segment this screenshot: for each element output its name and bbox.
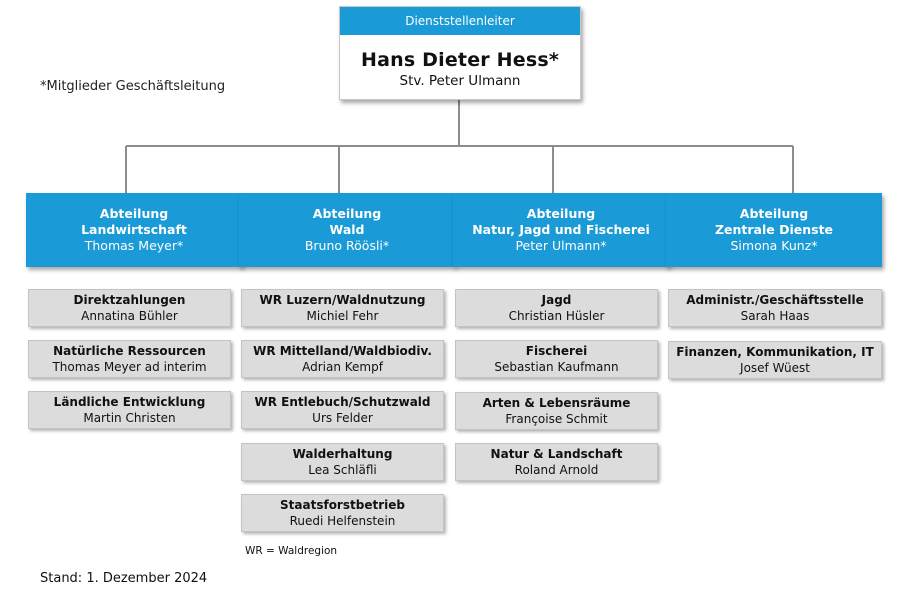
unit-title: WR Mittelland/Waldbiodiv. [253, 344, 432, 358]
dept-person: Bruno Röösli* [304, 238, 390, 253]
unit-box: WR Mittelland/Waldbiodiv. Adrian Kempf [241, 340, 444, 378]
dept-natur-jagd-fischerei: Abteilung Natur, Jagd und Fischerei Pete… [453, 193, 669, 267]
unit-person: Sebastian Kaufmann [494, 360, 619, 374]
unit-person: Ruedi Helfenstein [289, 514, 396, 528]
unit-box: Arten & Lebensräume Françoise Schmit [455, 392, 658, 430]
unit-box: Staatsforstbetrieb Ruedi Helfenstein [241, 494, 444, 532]
unit-title: Administr./Geschäftsstelle [686, 293, 864, 307]
head-name: Hans Dieter Hess* [360, 49, 560, 71]
unit-person: Roland Arnold [514, 463, 599, 477]
unit-title: Fischerei [525, 344, 588, 358]
unit-title: Arten & Lebensräume [482, 396, 631, 410]
unit-person: Josef Wüest [740, 361, 810, 375]
unit-title: WR Luzern/Waldnutzung [259, 293, 426, 307]
unit-person: Urs Felder [312, 411, 373, 425]
dept-landwirtschaft: Abteilung Landwirtschaft Thomas Meyer* [26, 193, 242, 267]
unit-person: Annatina Bühler [81, 309, 178, 323]
dept-person: Peter Ulmann* [515, 238, 607, 253]
unit-person: Françoise Schmit [505, 412, 608, 426]
unit-box: Jagd Christian Hüsler [455, 289, 658, 327]
footer-date: Stand: 1. Dezember 2024 [40, 571, 208, 586]
unit-box: Direktzahlungen Annatina Bühler [28, 289, 231, 327]
unit-title: WR Entlebuch/Schutzwald [254, 395, 431, 409]
unit-person: Thomas Meyer ad interim [52, 360, 207, 374]
unit-person: Lea Schläfli [308, 463, 377, 477]
dept-zentrale-dienste: Abteilung Zentrale Dienste Simona Kunz* [666, 193, 882, 267]
dept-line1: Abteilung [312, 206, 382, 221]
dept-person: Simona Kunz* [730, 238, 818, 253]
unit-person: Christian Hüsler [508, 309, 605, 323]
head-box: Dienststellenleiter Hans Dieter Hess* St… [339, 6, 581, 100]
dept-line1: Abteilung [526, 206, 596, 221]
unit-title: Walderhaltung [292, 447, 393, 461]
dept-line2: Zentrale Dienste [714, 222, 834, 237]
note-members: *Mitglieder Geschäftsleitung [40, 79, 226, 94]
unit-title: Staatsforstbetrieb [280, 498, 405, 512]
unit-box: Fischerei Sebastian Kaufmann [455, 340, 658, 378]
legend-wr: WR = Waldregion [245, 545, 338, 557]
head-role: Dienststellenleiter [340, 7, 580, 35]
unit-box: Natur & Landschaft Roland Arnold [455, 443, 658, 481]
unit-box: Administr./Geschäftsstelle Sarah Haas [668, 289, 882, 327]
unit-title: Finanzen, Kommunikation, IT [676, 345, 874, 359]
unit-person: Martin Christen [83, 411, 176, 425]
dept-line2: Landwirtschaft [81, 222, 187, 237]
dept-line2: Wald [329, 222, 365, 237]
unit-box: WR Entlebuch/Schutzwald Urs Felder [241, 391, 444, 429]
head-deputy: Stv. Peter Ulmann [399, 73, 521, 89]
unit-person: Sarah Haas [740, 309, 810, 323]
dept-person: Thomas Meyer* [84, 238, 184, 253]
unit-box: Ländliche Entwicklung Martin Christen [28, 391, 231, 429]
dept-line2: Natur, Jagd und Fischerei [472, 222, 650, 237]
unit-title: Natürliche Ressourcen [53, 344, 206, 358]
unit-person: Adrian Kempf [302, 360, 383, 374]
unit-title: Direktzahlungen [73, 293, 186, 307]
dept-line1: Abteilung [99, 206, 169, 221]
unit-title: Ländliche Entwicklung [53, 395, 206, 409]
unit-box: Walderhaltung Lea Schläfli [241, 443, 444, 481]
unit-title: Natur & Landschaft [490, 447, 623, 461]
unit-title: Jagd [541, 293, 572, 307]
unit-person: Michiel Fehr [306, 309, 379, 323]
dept-wald: Abteilung Wald Bruno Röösli* [239, 193, 455, 267]
dept-line1: Abteilung [739, 206, 809, 221]
unit-box: Finanzen, Kommunikation, IT Josef Wüest [668, 341, 882, 379]
unit-box: Natürliche Ressourcen Thomas Meyer ad in… [28, 340, 231, 378]
unit-box: WR Luzern/Waldnutzung Michiel Fehr [241, 289, 444, 327]
